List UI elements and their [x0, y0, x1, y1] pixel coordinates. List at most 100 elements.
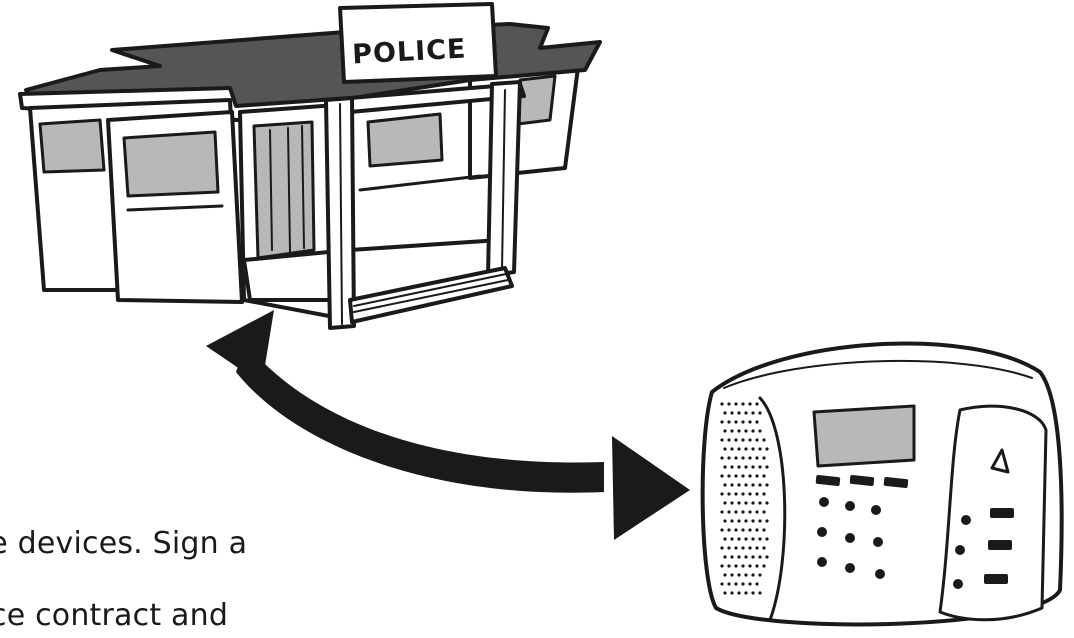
police-station-icon — [20, 4, 600, 328]
grill-dot — [730, 555, 733, 558]
grill-dot — [723, 447, 726, 450]
police-sign-text: POLICE — [351, 33, 467, 70]
grill-dot — [723, 465, 726, 468]
grill-dot — [720, 402, 723, 405]
grill-dot — [730, 519, 733, 522]
grill-dot — [737, 555, 740, 558]
grill-dot — [765, 483, 768, 486]
grill-dot — [758, 411, 761, 414]
grill-dot — [751, 501, 754, 504]
grill-dot — [737, 519, 740, 522]
grill-dot — [734, 456, 737, 459]
grill-dot — [758, 429, 761, 432]
grill-dot — [737, 411, 740, 414]
grill-dot — [730, 429, 733, 432]
grill-dot — [737, 573, 740, 576]
grill-dot — [758, 519, 761, 522]
grill-dot — [737, 429, 740, 432]
grill-dot — [762, 546, 765, 549]
grill-dot — [758, 555, 761, 558]
grill-dot — [748, 456, 751, 459]
grill-dot — [734, 402, 737, 405]
grill-dot — [734, 420, 737, 423]
window — [40, 120, 104, 172]
grill-dot — [765, 519, 768, 522]
grill-dot — [751, 465, 754, 468]
grill-dot — [741, 510, 744, 513]
grill-dot — [741, 492, 744, 495]
grill-dot — [755, 474, 758, 477]
grill-dot — [730, 591, 733, 594]
grill-dot — [744, 501, 747, 504]
lcd-screen — [814, 406, 914, 466]
grill-dot — [741, 564, 744, 567]
grill-dot — [737, 501, 740, 504]
grill-dot — [762, 510, 765, 513]
grill-dot — [758, 447, 761, 450]
grill-dot — [734, 492, 737, 495]
grill-dot — [720, 510, 723, 513]
grill-dot — [744, 483, 747, 486]
grill-dot — [758, 573, 761, 576]
grill-dot — [723, 411, 726, 414]
grill-dot — [723, 573, 726, 576]
grill-dot — [748, 420, 751, 423]
grill-dot — [748, 564, 751, 567]
grill-dot — [727, 510, 730, 513]
grill-dot — [737, 483, 740, 486]
grill-dot — [741, 582, 744, 585]
grill-dot — [734, 582, 737, 585]
grill-dot — [755, 492, 758, 495]
grill-dot — [737, 447, 740, 450]
grill-dot — [723, 537, 726, 540]
grill-dot — [720, 492, 723, 495]
grill-dot — [727, 420, 730, 423]
grill-dot — [734, 474, 737, 477]
grill-dot — [727, 582, 730, 585]
grill-dot — [751, 573, 754, 576]
grill-dot — [751, 519, 754, 522]
grill-dot — [744, 555, 747, 558]
window — [124, 132, 218, 196]
grill-dot — [734, 546, 737, 549]
grill-dot — [720, 582, 723, 585]
two-way-arrow-icon — [206, 310, 690, 540]
grill-dot — [765, 555, 768, 558]
grill-dot — [741, 420, 744, 423]
grill-dot — [748, 402, 751, 405]
grill-dot — [730, 447, 733, 450]
grill-dot — [737, 591, 740, 594]
grill-dot — [720, 420, 723, 423]
grill-dot — [744, 519, 747, 522]
grill-dot — [748, 528, 751, 531]
grill-dot — [734, 510, 737, 513]
grill-dot — [755, 438, 758, 441]
grill-dot — [720, 528, 723, 531]
grill-dot — [762, 528, 765, 531]
grill-dot — [751, 429, 754, 432]
grill-dot — [751, 447, 754, 450]
alarm-control-panel-icon — [703, 344, 1062, 625]
grill-dot — [720, 474, 723, 477]
grill-dot — [758, 483, 761, 486]
grill-dot — [751, 483, 754, 486]
caption-line-1: he devices. Sign a — [0, 526, 247, 561]
grill-dot — [727, 438, 730, 441]
grill-dot — [741, 474, 744, 477]
grill-dot — [758, 591, 761, 594]
grill-dot — [727, 456, 730, 459]
caption-line-2: ce contract and — [0, 598, 228, 633]
grill-dot — [737, 537, 740, 540]
grill-dot — [723, 429, 726, 432]
grill-dot — [755, 456, 758, 459]
grill-dot — [730, 483, 733, 486]
grill-dot — [744, 573, 747, 576]
grill-dot — [748, 510, 751, 513]
grill-dot — [748, 546, 751, 549]
grill-dot — [720, 564, 723, 567]
grill-dot — [730, 537, 733, 540]
grill-dot — [765, 447, 768, 450]
grill-dot — [762, 492, 765, 495]
grill-dot — [762, 456, 765, 459]
grill-dot — [730, 465, 733, 468]
